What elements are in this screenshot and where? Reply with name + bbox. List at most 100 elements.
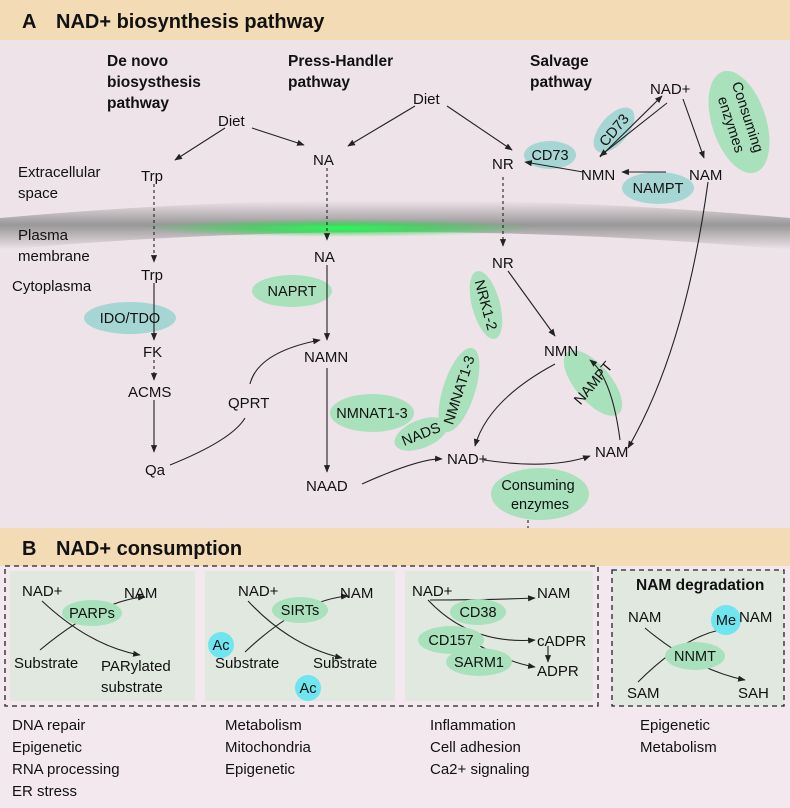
enzyme-cd73-b: CD73: [531, 148, 568, 164]
arrow-nmn-nr-out: [524, 160, 584, 173]
nmn-in: NMN: [544, 343, 578, 360]
p2-substrate: Substrate: [215, 655, 279, 672]
nmnat-a-oval: [330, 394, 414, 432]
p4-nam-out: NAM: [739, 609, 772, 626]
enzyme-nnmt: NNMT: [674, 649, 716, 665]
p2-product: Substrate: [313, 655, 377, 672]
p3-nad: NAD+: [412, 583, 453, 600]
qprt: QPRT: [228, 395, 269, 412]
nad-out: NAD+: [650, 81, 691, 98]
cd157-oval: [418, 626, 484, 654]
section-a-letter: A: [22, 11, 36, 33]
enzyme-cd38: CD38: [459, 605, 496, 621]
arrow-namout-namin: [627, 181, 709, 449]
nads-oval: [394, 417, 448, 451]
p3-adpr: ADPR: [537, 663, 579, 680]
ac-in-circle: [208, 632, 234, 658]
p1-arrow-down: [41, 600, 141, 657]
cd73-b-oval: [524, 141, 576, 169]
enzyme-sarm1: SARM1: [454, 655, 504, 671]
section-b-letter: B: [22, 538, 36, 560]
arrow-nad-nam-out: [682, 98, 705, 159]
p2-nad: NAD+: [238, 583, 279, 600]
section-a-panel: [0, 40, 790, 528]
p2-nam: NAM: [340, 585, 373, 602]
p3-nam: NAM: [537, 585, 570, 602]
cd73-a-oval: [593, 107, 635, 153]
p3-functions: Inflammation Cell adhesion Ca2+ signalin…: [430, 717, 530, 778]
p3-cadpr: cADPR: [537, 633, 586, 650]
p4-me: Me: [716, 613, 736, 629]
p1-nad: NAD+: [22, 583, 63, 600]
arrow-nad-nmn-out: [599, 102, 668, 157]
nrk-oval: [469, 270, 503, 340]
nmn-out: NMN: [581, 167, 615, 184]
enzyme-sirts: SIRTs: [281, 603, 319, 619]
enzyme-nmnat-a: NMNAT1-3: [336, 406, 407, 422]
arrow-diet-trp: [174, 127, 226, 161]
header-press-handler: Press-Handler pathway: [288, 53, 397, 91]
enzyme-cd157: CD157: [428, 633, 473, 649]
fk: FK: [143, 344, 162, 361]
p1-substrate: Substrate: [14, 655, 78, 672]
arrow-nad-nam: [483, 455, 591, 465]
trp-out: Trp: [141, 168, 163, 185]
arrow-diet2-nr: [446, 105, 513, 151]
enzyme-parps: PARPs: [69, 606, 115, 622]
nam-in: NAM: [595, 444, 628, 461]
sarm1-oval: [446, 648, 512, 676]
nampt-in-oval: [563, 350, 623, 416]
p4-sah: SAH: [738, 685, 769, 702]
nr-in: NR: [492, 255, 514, 272]
nam-out: NAM: [689, 167, 722, 184]
p1-product: PARylated substrate: [101, 658, 175, 696]
region-extracellular: Extracellular space: [18, 164, 105, 202]
p1-functions: DNA repair Epigenetic RNA processing ER …: [12, 717, 124, 800]
nad-in: NAD+: [447, 451, 488, 468]
na-out: NA: [313, 152, 334, 169]
arrow-diet-na: [251, 127, 305, 146]
panel-parps: [10, 571, 195, 701]
ido-tdo-oval: [84, 302, 176, 334]
arrow-nr-nmn: [507, 270, 556, 337]
p3-arrow-nam: [429, 595, 536, 602]
membrane-glow: [140, 219, 540, 237]
section-b-banner: [0, 528, 790, 566]
enzyme-ido-tdo: IDO/TDO: [100, 311, 160, 327]
section-a-banner: [0, 0, 790, 40]
me-circle: [711, 605, 741, 635]
nnmt-oval: [665, 642, 725, 670]
section-a-title: NAD+ biosynthesis pathway: [56, 11, 325, 33]
trp-in: Trp: [141, 267, 163, 284]
consuming-out-oval: [708, 70, 770, 174]
arrow-nmn-nad-out: [599, 95, 663, 158]
p2-ac-in: Ac: [213, 638, 230, 654]
nr-out: NR: [492, 156, 514, 173]
section-b-title: NAD+ consumption: [56, 538, 242, 560]
naad: NAAD: [306, 478, 348, 495]
p4-functions: Epigenetic Metabolism: [640, 717, 717, 756]
p4-nam-in: NAM: [628, 609, 661, 626]
region-membrane: Plasma membrane: [18, 227, 90, 265]
arrow-naad-nad: [361, 455, 443, 485]
naprt-oval: [252, 275, 332, 307]
ac-out-circle: [295, 675, 321, 701]
panel-nam-degradation: [611, 569, 785, 707]
diet-mid: Diet: [413, 91, 441, 108]
consuming-in-oval: [491, 468, 589, 520]
arrow-qa-qprt: [169, 417, 246, 466]
qa: Qa: [145, 462, 166, 479]
nmnat-b-oval: [438, 347, 480, 433]
header-de-novo: De novo biosysthesis pathway: [107, 53, 205, 112]
acms: ACMS: [128, 384, 171, 401]
diet-left: Diet: [218, 113, 246, 130]
header-salvage: Salvage pathway: [530, 53, 593, 91]
p1-nam: NAM: [124, 585, 157, 602]
na-in: NA: [314, 249, 335, 266]
namn: NAMN: [304, 349, 348, 366]
arrow-nmn-nad: [473, 363, 556, 447]
arrow-diet2-na: [347, 105, 416, 147]
arrow-nam-nmn: [589, 359, 621, 441]
p4-title: NAM degradation: [636, 577, 764, 594]
